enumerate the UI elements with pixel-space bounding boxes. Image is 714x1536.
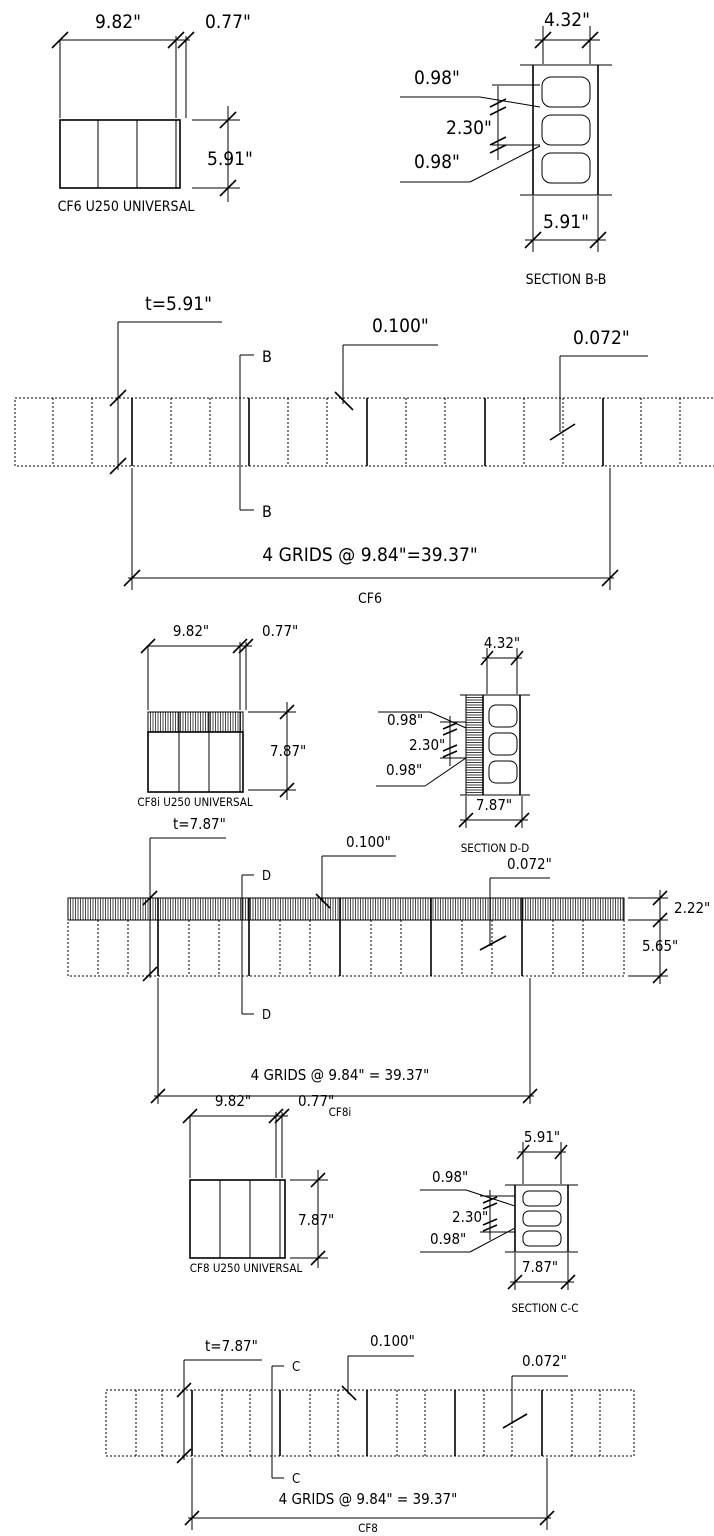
cf8-plan-thickness: t=7.87" — [205, 1337, 258, 1355]
section-b-b-detail: 4.32" 0.98" 2.30" 0.98" 5.91" SECTION B-… — [400, 9, 612, 288]
section-c-c-pitch: 2.30" — [452, 1208, 488, 1226]
cf8i-plan-thickness: t=7.87" — [173, 815, 226, 833]
cf8-panel-caption: CF8 U250 UNIVERSAL — [190, 1261, 303, 1275]
cf8-panel-detail: 9.82" 0.77" 7.87" CF8 U250 UNIVERSAL — [182, 1092, 334, 1275]
cf8-panel-width: 9.82" — [215, 1092, 251, 1110]
cf6-panel-caption: CF6 U250 UNIVERSAL — [58, 199, 195, 215]
cf8i-plan-insulation: 2.22" — [674, 899, 710, 917]
cf8i-panel-lip: 0.77" — [262, 622, 298, 640]
cf6-panel-width: 9.82" — [95, 11, 141, 33]
cf6-plan-web: 0.100" — [372, 315, 429, 337]
section-c-c-width: 7.87" — [522, 1258, 558, 1276]
cf8i-panel-width: 9.82" — [173, 622, 209, 640]
cf8-plan-grids: 4 GRIDS @ 9.84" = 39.37" — [279, 1490, 458, 1508]
cf8i-panel-detail: 9.82" 0.77" 7.87" CF8i U250 UNIVERSAL — [137, 622, 306, 809]
cf8-plan-caption: CF8 — [358, 1521, 378, 1535]
cf6-panel-lip: 0.77" — [205, 11, 251, 33]
section-c-c-gap-top: 0.98" — [432, 1168, 468, 1186]
section-d-d-pitch: 2.30" — [409, 736, 445, 754]
cf8-panel-lip: 0.77" — [298, 1092, 334, 1110]
section-c-c-caption: SECTION C-C — [511, 1301, 578, 1315]
cf6-cut-mark-top: B — [262, 347, 272, 366]
cf8-plan-flange: 0.072" — [522, 1352, 567, 1370]
section-b-b-gap-bottom: 0.98" — [414, 151, 460, 173]
section-d-d-caption: SECTION D-D — [461, 841, 530, 855]
cf6-plan-caption: CF6 — [358, 591, 382, 607]
cf6-plan-grids: 4 GRIDS @ 9.84"=39.37" — [262, 544, 477, 566]
cf8i-cut-mark-top: D — [262, 869, 271, 884]
section-d-d-gap-top: 0.98" — [387, 711, 423, 729]
cf8-plan-web: 0.100" — [370, 1332, 415, 1350]
cf8i-panel-caption: CF8i U250 UNIVERSAL — [137, 795, 253, 809]
cf6-plan-flange: 0.072" — [573, 327, 630, 349]
cf8-panel-body — [189, 1179, 286, 1259]
cf8i-plan-view: t=7.87" D D 0.100" 0.072" 2.22" 5.65" 4 … — [67, 815, 710, 1119]
cf8-cut-mark-bottom: C — [292, 1472, 300, 1487]
cf8-plan-view: t=7.87" C C 0.100" 0.072" 4 GRIDS @ 9.84… — [105, 1332, 635, 1535]
section-b-b-width: 5.91" — [543, 211, 589, 233]
section-d-d-top: 4.32" — [484, 634, 520, 652]
cf8i-panel-height: 7.87" — [270, 742, 306, 760]
cf8i-plan-web: 0.100" — [346, 833, 391, 851]
cf6-panel-height: 5.91" — [207, 148, 253, 170]
section-b-b-gap-top: 0.98" — [414, 67, 460, 89]
cf8i-plan-core: 5.65" — [642, 937, 678, 955]
cf8-panel-height: 7.87" — [298, 1211, 334, 1229]
cf6-plan-view: t=5.91" B B 0.100" 0.072" 4 GRIDS @ 9.84… — [14, 293, 714, 607]
section-b-b-pitch: 2.30" — [446, 117, 492, 139]
cf8i-plan-caption: CF8i — [329, 1105, 352, 1119]
cf8i-panel-body — [147, 731, 244, 793]
section-b-b-caption: SECTION B-B — [526, 272, 607, 288]
section-d-d-detail: 4.32" 0.98" 2.30" 0.98" 7.87" SECTION D-… — [376, 634, 530, 855]
section-d-d-width: 7.87" — [476, 796, 512, 814]
section-c-c-detail: 5.91" 0.98" 2.30" 0.98" 7.87" SECTION C-… — [420, 1128, 579, 1315]
cf8i-plan-grids: 4 GRIDS @ 9.84" = 39.37" — [251, 1066, 430, 1084]
cf6-panel-detail: 9.82" 0.77" 5.91" CF6 U250 UNIVERSAL — [51, 11, 253, 215]
section-b-b-top: 4.32" — [544, 9, 590, 31]
cf8i-plan-flange: 0.072" — [507, 855, 552, 873]
cf6-plan-thickness: t=5.91" — [145, 293, 212, 315]
cf6-panel-body — [59, 119, 181, 189]
section-d-d-gap-bottom: 0.98" — [386, 761, 422, 779]
cf6-cut-mark-bottom: B — [262, 502, 272, 521]
cf8-cut-mark-top: C — [292, 1360, 300, 1375]
section-c-c-gap-bottom: 0.98" — [430, 1230, 466, 1248]
cf8i-cut-mark-bottom: D — [262, 1008, 271, 1023]
section-c-c-top: 5.91" — [524, 1128, 560, 1146]
